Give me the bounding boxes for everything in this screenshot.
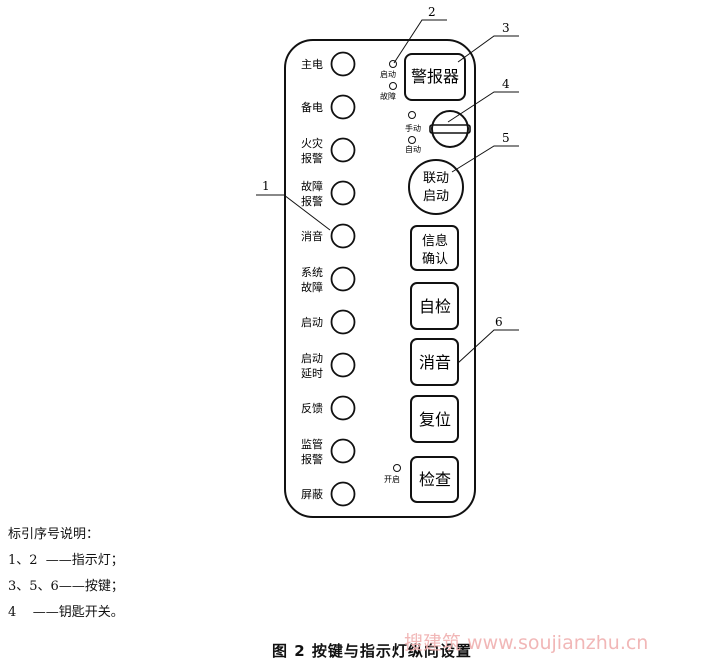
indicator-light	[330, 352, 356, 378]
silence-button[interactable]: 消音	[410, 338, 459, 386]
callout-5-line	[451, 145, 519, 173]
indicator-label: 报警	[301, 151, 323, 165]
reset-button[interactable]: 复位	[410, 395, 459, 443]
indicator-label: 监管	[301, 437, 323, 451]
indicator-10: 屏蔽	[301, 481, 356, 507]
confirm-label-1: 信息	[422, 233, 448, 249]
callout-lines	[256, 19, 519, 364]
indicator-0: 主电	[301, 51, 356, 77]
callout-3: 3	[502, 21, 510, 35]
indicator-light	[330, 51, 356, 77]
legend: 标引序号说明： 1、2 ——指示灯； 3、5、6——按键； 4 ——钥匙开关。	[8, 522, 124, 626]
callout-6: 6	[495, 315, 503, 329]
led-check	[393, 464, 401, 472]
indicator-label: 启动	[301, 316, 323, 329]
indicator-label: 故障	[301, 280, 323, 294]
info-confirm-button[interactable]: 信息 确认	[410, 225, 459, 271]
reset-label: 复位	[419, 410, 451, 429]
linkage-start-button[interactable]: 联动 启动	[408, 159, 464, 215]
indicator-6: 启动	[301, 309, 356, 335]
indicator-label: 备电	[301, 100, 323, 114]
callout-5: 5	[502, 131, 510, 145]
key-slot	[429, 124, 471, 134]
alarm-leds: 启动 故障	[380, 60, 397, 101]
silence-label: 消音	[419, 353, 451, 372]
key-auto-label: 自动	[405, 144, 421, 154]
indicator-label: 反馈	[301, 402, 323, 415]
led-alarm-start	[389, 60, 397, 68]
indicator-label: 延时	[301, 367, 323, 380]
self-check-button[interactable]: 自检	[410, 282, 459, 330]
callout-2-line	[393, 19, 447, 64]
self-check-label: 自检	[419, 297, 451, 316]
led-key-auto	[408, 136, 416, 144]
legend-line-1: 1、2 ——指示灯；	[8, 553, 124, 568]
led-alarm-fault-label: 故障	[380, 91, 396, 101]
indicator-label: 火灾	[301, 136, 323, 150]
callout-1-line	[256, 194, 331, 231]
figure-caption: 图 2 按键与指示灯纵向设置	[272, 642, 472, 660]
indicator-1: 备电	[301, 94, 356, 120]
callout-4: 4	[502, 77, 510, 91]
indicator-label: 故障	[301, 179, 323, 193]
callout-6-line	[457, 329, 519, 364]
alarm-button-label: 警报器	[411, 67, 459, 86]
indicator-light	[330, 309, 356, 335]
confirm-label-2: 确认	[422, 252, 448, 267]
led-check-label: 开启	[384, 474, 400, 484]
alarm-button[interactable]: 警报器	[404, 53, 466, 101]
legend-line-2: 3、5、6——按键；	[8, 579, 124, 594]
indicator-light	[330, 94, 356, 120]
panel-outline	[284, 39, 476, 518]
indicator-4: 消音	[301, 223, 356, 249]
indicator-light	[330, 481, 356, 507]
indicator-light	[330, 438, 356, 464]
linkage-label-1: 联动	[423, 171, 449, 186]
led-key-manual	[408, 111, 416, 119]
linkage-label-2: 启动	[423, 189, 449, 204]
indicator-label: 屏蔽	[301, 488, 323, 501]
key-switch[interactable]: 手动 自动	[405, 110, 471, 154]
indicator-light	[330, 395, 356, 421]
callout-4-line	[447, 91, 519, 123]
indicator-label: 系统	[301, 266, 323, 279]
indicator-light	[330, 137, 356, 163]
indicator-label: 报警	[301, 194, 323, 208]
indicator-label: 消音	[301, 229, 323, 243]
callout-2: 2	[428, 5, 436, 19]
watermark: 搜建筑 www.soujianzhu.cn	[404, 632, 649, 654]
check-label: 检查	[419, 470, 451, 489]
legend-title: 标引序号说明：	[8, 527, 100, 542]
indicator-label: 报警	[301, 452, 323, 466]
callout-1: 1	[262, 179, 270, 193]
legend-line-3: 4 ——钥匙开关。	[8, 605, 124, 620]
callout-3-line	[457, 35, 519, 63]
indicator-label: 主电	[301, 58, 323, 71]
led-alarm-start-label: 启动	[380, 69, 396, 79]
callout-numbers: 1 2 3 4 5 6	[262, 5, 510, 329]
indicator-light	[330, 180, 356, 206]
key-manual-label: 手动	[405, 123, 421, 133]
indicator-8: 反馈	[301, 395, 356, 421]
led-alarm-fault	[389, 82, 397, 90]
check-button-group[interactable]: 开启 检查	[384, 456, 459, 503]
indicator-light	[330, 266, 356, 292]
indicator-label: 启动	[301, 352, 323, 365]
indicator-light	[330, 223, 356, 249]
